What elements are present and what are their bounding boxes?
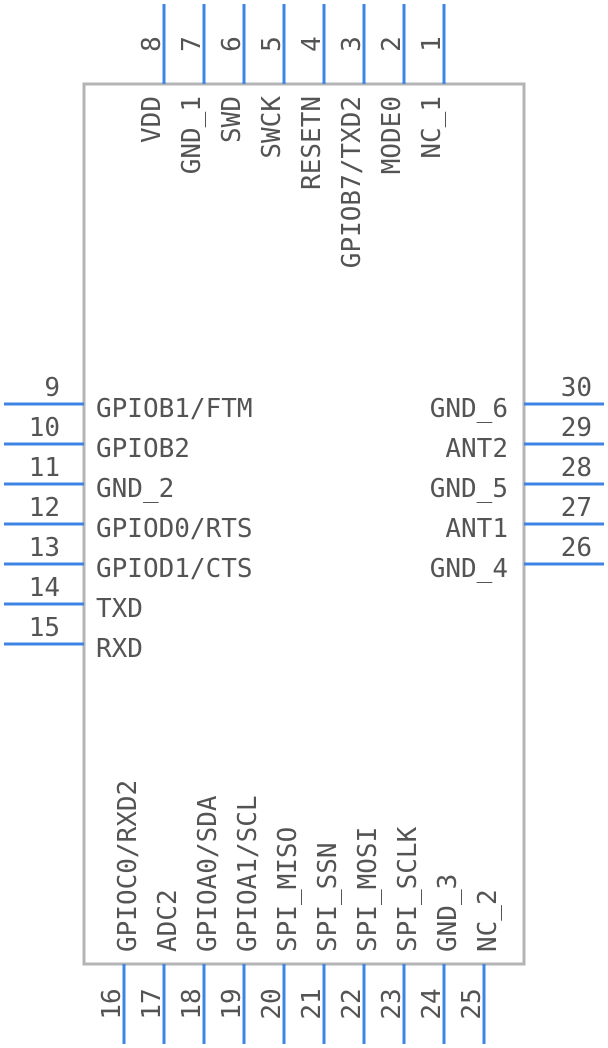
pin-number-23: 23	[377, 988, 407, 1019]
pin-label-gpiod1-cts: GPIOD1/CTS	[96, 554, 253, 584]
pin-label-gpioc0-rxd2: GPIOC0/RXD2	[113, 780, 143, 952]
pin-number-7: 7	[177, 36, 207, 52]
pin-label-gnd-2: GND_2	[96, 474, 174, 504]
pin-number-3: 3	[337, 36, 367, 52]
pin-label-nc-2: NC_2	[473, 889, 503, 952]
pin-label-gpioa1-scl: GPIOA1/SCL	[233, 795, 263, 952]
pin-label-gnd-1: GND_1	[177, 96, 207, 174]
pin-label-adc2: ADC2	[153, 889, 183, 952]
pin-number-9: 9	[44, 373, 60, 403]
pin-number-17: 17	[137, 988, 167, 1019]
pin-label-spi-ssn: SPI_SSN	[313, 842, 343, 952]
pin-label-gpiob7-txd2: GPIOB7/TXD2	[337, 96, 367, 268]
pin-label-mode0: MODE0	[377, 96, 407, 174]
pin-number-26: 26	[561, 533, 592, 563]
pin-number-21: 21	[297, 988, 327, 1019]
pin-label-spi-miso: SPI_MISO	[273, 827, 303, 952]
pin-number-4: 4	[297, 36, 327, 52]
pin-number-18: 18	[177, 988, 207, 1019]
pin-number-25: 25	[457, 988, 487, 1019]
pin-number-30: 30	[561, 373, 592, 403]
pin-number-2: 2	[377, 36, 407, 52]
pin-label-ant1: ANT1	[445, 514, 508, 544]
pin-number-6: 6	[217, 36, 247, 52]
pin-label-gnd-3: GND_3	[433, 874, 463, 952]
pin-number-11: 11	[29, 453, 60, 483]
pin-label-gnd-5: GND_5	[430, 474, 508, 504]
pin-number-10: 10	[29, 413, 60, 443]
pin-label-ant2: ANT2	[445, 434, 508, 464]
pin-label-gpiod0-rts: GPIOD0/RTS	[96, 514, 253, 544]
pin-number-24: 24	[417, 988, 447, 1019]
pin-number-13: 13	[29, 533, 60, 563]
pin-label-gnd-6: GND_6	[430, 394, 508, 424]
pins-group	[4, 4, 604, 1044]
pin-number-1: 1	[417, 36, 447, 52]
pin-number-5: 5	[257, 36, 287, 52]
pin-number-20: 20	[257, 988, 287, 1019]
pin-label-nc-1: NC_1	[417, 96, 447, 159]
pin-label-spi-sclk: SPI_SCLK	[393, 826, 423, 952]
pin-label-swd: SWD	[217, 96, 247, 143]
pin-label-swck: SWCK	[257, 96, 287, 159]
pin-number-15: 15	[29, 613, 60, 643]
pin-number-14: 14	[29, 573, 60, 603]
pin-label-gnd-4: GND_4	[430, 554, 508, 584]
pin-number-27: 27	[561, 493, 592, 523]
pin-label-rxd: RXD	[96, 634, 143, 664]
pin-label-gpioa0-sda: GPIOA0/SDA	[193, 795, 223, 952]
pin-label-resetn: RESETN	[297, 96, 327, 190]
pin-label-txd: TXD	[96, 594, 143, 624]
pin-label-gpiob2: GPIOB2	[96, 434, 190, 464]
pin-number-16: 16	[97, 988, 127, 1019]
pin-label-spi-mosi: SPI_MOSI	[353, 827, 383, 952]
component-body	[82, 82, 526, 966]
pin-number-29: 29	[561, 413, 592, 443]
pin-label-gpiob1-ftm: GPIOB1/FTM	[96, 394, 253, 424]
pin-number-28: 28	[561, 453, 592, 483]
pin-number-12: 12	[29, 493, 60, 523]
pin-number-19: 19	[217, 988, 247, 1019]
pin-number-8: 8	[137, 36, 167, 52]
pin-label-vdd: VDD	[137, 96, 167, 143]
pin-number-22: 22	[337, 988, 367, 1019]
